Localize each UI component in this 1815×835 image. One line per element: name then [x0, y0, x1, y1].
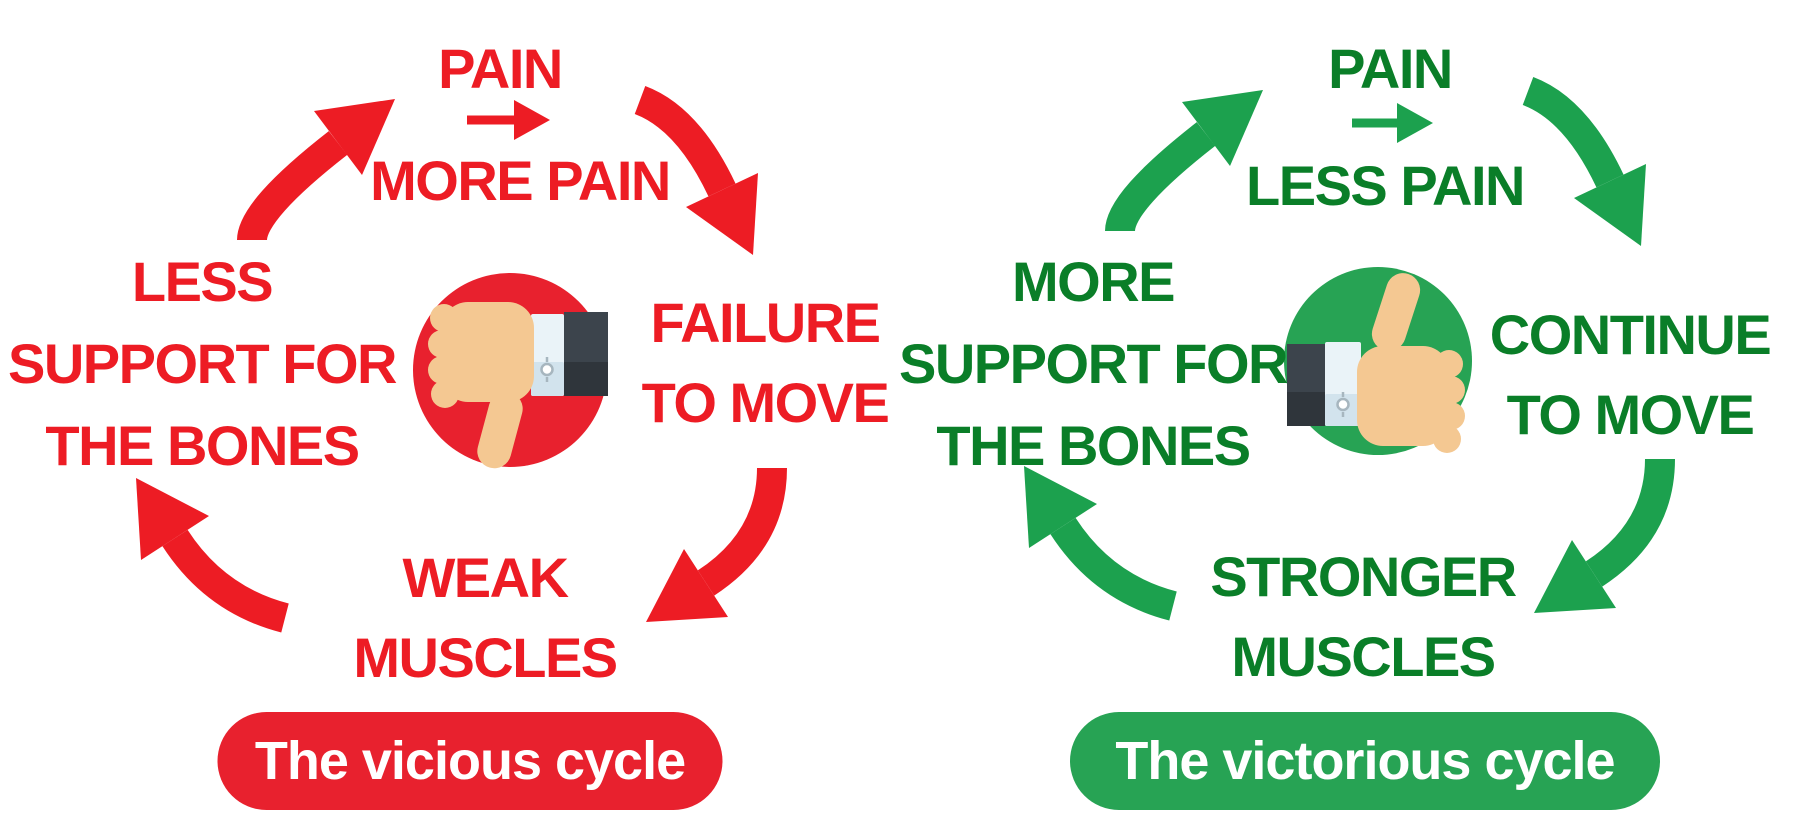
thumbs-up-icon	[1284, 267, 1472, 455]
more-line: MORE	[1012, 250, 1175, 313]
the-bones-line: THE BONES	[45, 414, 360, 477]
right-cycle-arrow-nw	[1105, 90, 1263, 233]
thumbs-down-icon	[413, 273, 608, 469]
failure-line: FAILURE	[650, 291, 881, 354]
support-for-line: SUPPORT FOR	[8, 332, 397, 395]
muscles-line: MUSCLES	[353, 626, 618, 689]
right-cycle-pain-label: PAIN	[1328, 37, 1453, 100]
vicious-cycle-caption: The vicious cycle	[217, 712, 723, 810]
the-bones-line: THE BONES	[936, 414, 1251, 477]
stronger-line: STRONGER	[1210, 545, 1517, 608]
left-cycle-weak-muscles-label: WEAK MUSCLES	[353, 538, 618, 698]
right-cycle-arrow-sw	[1024, 466, 1178, 621]
less-line: LESS	[131, 250, 274, 313]
left-cycle-right-arrow-icon	[467, 100, 550, 140]
left-cycle-arrow-sw	[136, 478, 290, 633]
weak-line: WEAK	[402, 546, 569, 609]
right-cycle-stronger-muscles-label: STRONGER MUSCLES	[1210, 537, 1517, 697]
right-cycle-right-arrow-icon	[1352, 103, 1433, 143]
right-cycle-arrow-se	[1534, 458, 1675, 613]
left-cycle-arrow-nw	[237, 99, 395, 242]
left-cycle-failure-to-move-label: FAILURE TO MOVE	[641, 283, 890, 443]
to-move-line: TO MOVE	[641, 371, 890, 434]
victorious-cycle-caption: The victorious cycle	[1070, 712, 1660, 810]
left-cycle-less-support-label: LESS SUPPORT FOR THE BONES	[8, 241, 397, 487]
right-cycle-continue-to-move-label: CONTINUE TO MOVE	[1489, 295, 1772, 455]
left-cycle-arrow-se	[646, 467, 787, 622]
right-cycle-less-pain-label: LESS PAIN	[1246, 154, 1525, 217]
left-cycle-pain-label: PAIN	[438, 37, 563, 100]
support-for-line: SUPPORT FOR	[899, 332, 1288, 395]
continue-line: CONTINUE	[1489, 303, 1772, 366]
right-cycle-arrow-ne	[1522, 76, 1646, 246]
left-cycle-arrow-ne	[634, 85, 758, 255]
to-move-line: TO MOVE	[1506, 383, 1755, 446]
muscles-line: MUSCLES	[1231, 625, 1496, 688]
left-cycle-more-pain-label: MORE PAIN	[370, 149, 671, 212]
right-cycle-more-support-label: MORE SUPPORT FOR THE BONES	[899, 241, 1288, 487]
